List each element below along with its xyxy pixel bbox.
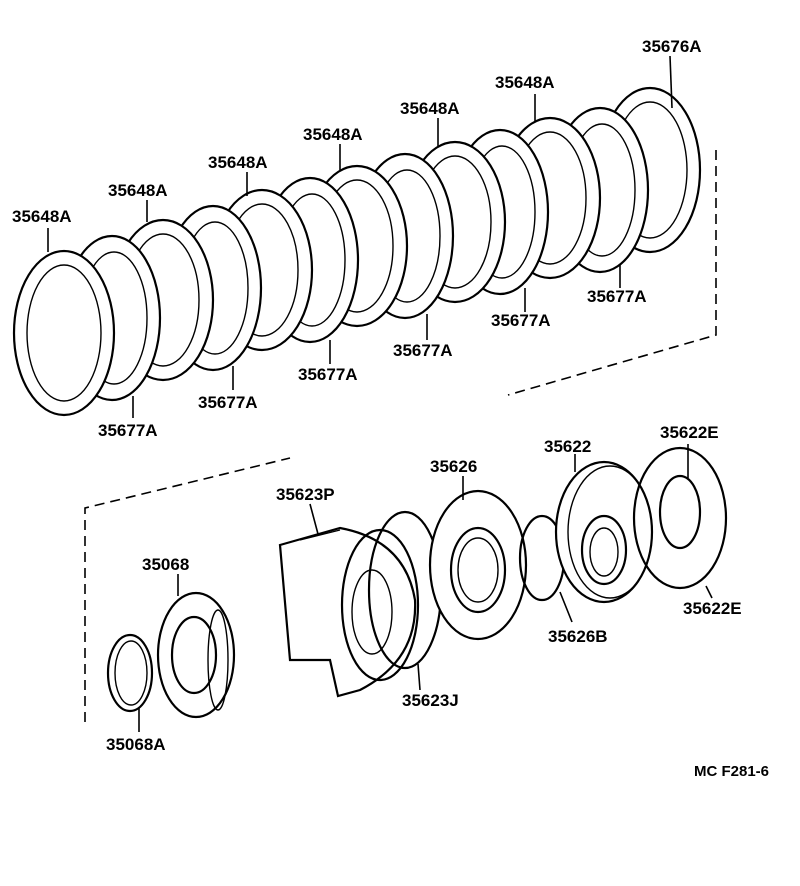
label-35648A-3: 35648A: [208, 153, 268, 172]
pack-boundary-left: [84, 457, 291, 722]
label-35622E-top: 35622E: [660, 423, 719, 442]
label-35676A: 35676A: [642, 37, 702, 56]
label-35068A: 35068A: [106, 735, 166, 754]
label-35677A-6: 35677A: [587, 287, 647, 306]
hub-35068: [156, 591, 236, 719]
label-35626: 35626: [430, 457, 477, 476]
snap-ring-35068A: [106, 633, 154, 713]
label-35677A-2: 35677A: [198, 393, 258, 412]
label-35648A-4: 35648A: [303, 125, 363, 144]
label-35622E-bottom: 35622E: [683, 599, 742, 618]
figure-code: MC F281-6: [694, 763, 769, 780]
seal-inner-35622E: [658, 474, 702, 550]
label-35648A-1: 35648A: [12, 207, 72, 226]
label-35068: 35068: [142, 555, 189, 574]
label-35623P: 35623P: [276, 485, 335, 504]
seal-outer-35622E: [632, 446, 728, 590]
housing-35622: [554, 460, 654, 604]
label-35677A-1: 35677A: [98, 421, 158, 440]
label-35677A-4: 35677A: [393, 341, 453, 360]
piston-35626: [428, 489, 528, 641]
leader-p7: [669, 55, 673, 109]
label-35648A-5: 35648A: [400, 99, 460, 118]
leader-r4: [417, 663, 421, 691]
plate-1: [12, 249, 116, 417]
label-35626B: 35626B: [548, 627, 608, 646]
label-35648A-6: 35648A: [495, 73, 555, 92]
drum-35623P: [278, 526, 420, 698]
pack-boundary-right: [507, 150, 717, 396]
label-35648A-2: 35648A: [108, 181, 168, 200]
leader-r6: [559, 591, 573, 623]
leader-r9: [705, 585, 713, 599]
label-35623J: 35623J: [402, 691, 459, 710]
label-35622: 35622: [544, 437, 591, 456]
label-35677A-5: 35677A: [491, 311, 551, 330]
label-35677A-3: 35677A: [298, 365, 358, 384]
leader-r3: [309, 503, 319, 535]
